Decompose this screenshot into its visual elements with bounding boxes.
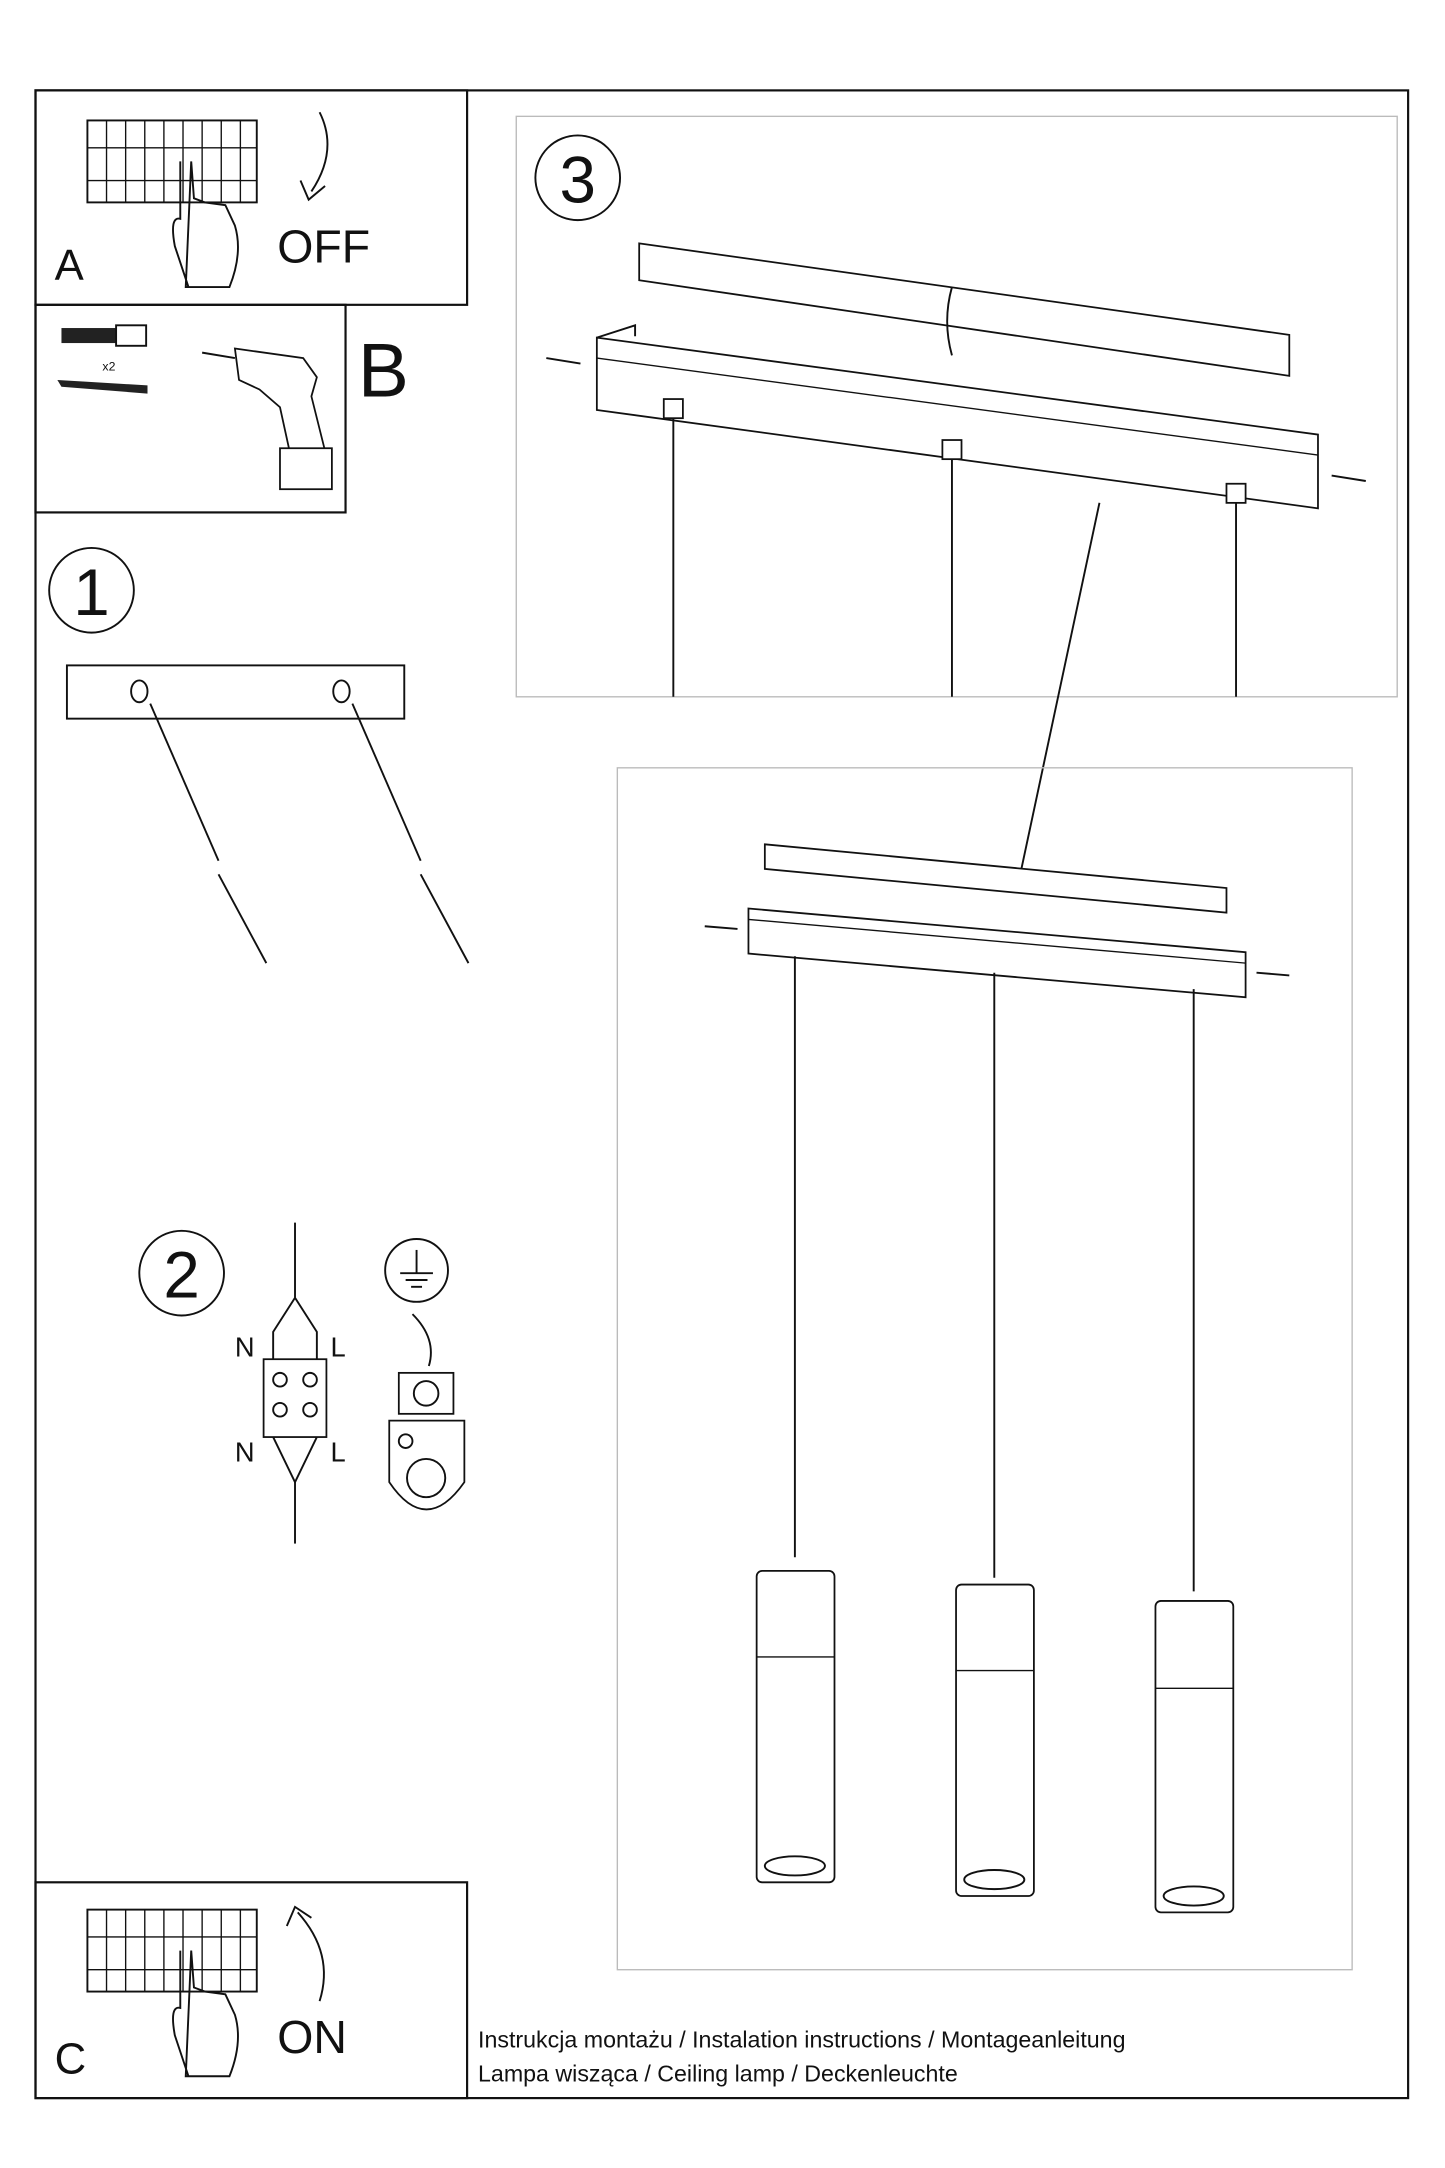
pendant-lamp — [955, 972, 1035, 1897]
hand-icon — [172, 161, 239, 289]
step-c-letter: C — [55, 2035, 87, 2084]
circuit-breaker-icon — [86, 119, 258, 204]
hand-icon — [172, 1950, 239, 2078]
ground-terminal-icon — [388, 1313, 466, 1511]
footer-subtitle: Lampa wisząca / Ceiling lamp / Deckenleu… — [478, 2061, 958, 2087]
pendant-lamp — [755, 956, 836, 1884]
assembled-lamp-panel — [616, 767, 1353, 1971]
footer-title: Instrukcja montażu / Instalation instruc… — [478, 2027, 1125, 2053]
step-1-number: 1 — [73, 556, 109, 629]
page-border — [34, 89, 1410, 2100]
screw-left-icon — [546, 357, 581, 365]
screw-and-plug-icon — [149, 703, 470, 964]
wire-label-l-bottom: L — [331, 1437, 346, 1468]
detail-leader-line — [1019, 502, 1101, 875]
step-a-panel: A OFF — [34, 89, 469, 306]
mounting-bracket — [65, 664, 406, 720]
step-a-letter: A — [55, 241, 85, 290]
wall-plug-icon — [61, 324, 148, 347]
step-3-number: 3 — [559, 143, 595, 216]
off-label: OFF — [277, 220, 370, 272]
screw-right-icon — [1331, 474, 1366, 482]
wire-label-n-top: N — [235, 1331, 255, 1362]
drill-icon — [201, 347, 333, 491]
quantity-label: x2 — [102, 359, 115, 373]
ground-symbol-icon — [384, 1238, 449, 1303]
arrow-down-icon — [299, 111, 329, 202]
circuit-breaker-icon — [86, 1908, 258, 1993]
screw-icon — [57, 379, 148, 394]
step-2-panel: 2 N L N L — [138, 1222, 466, 1544]
step-3-panel: 3 — [515, 115, 1398, 875]
arrow-up-icon — [285, 1905, 325, 2002]
step-number-circle — [48, 546, 135, 634]
terminal-block-icon — [262, 1222, 328, 1544]
step-2-number: 2 — [163, 1239, 199, 1312]
wire-label-l-top: L — [331, 1331, 346, 1362]
on-label: ON — [277, 2011, 347, 2063]
canopy-detail — [546, 242, 1366, 697]
step-b-letter: B — [358, 328, 409, 413]
pendant-lamp — [1154, 989, 1235, 1914]
step-1-panel: 1 — [48, 546, 470, 964]
step-b-panel: x2 B — [34, 303, 409, 514]
step-c-panel: C ON — [34, 1881, 469, 2100]
wire-label-n-bottom: N — [235, 1437, 255, 1468]
